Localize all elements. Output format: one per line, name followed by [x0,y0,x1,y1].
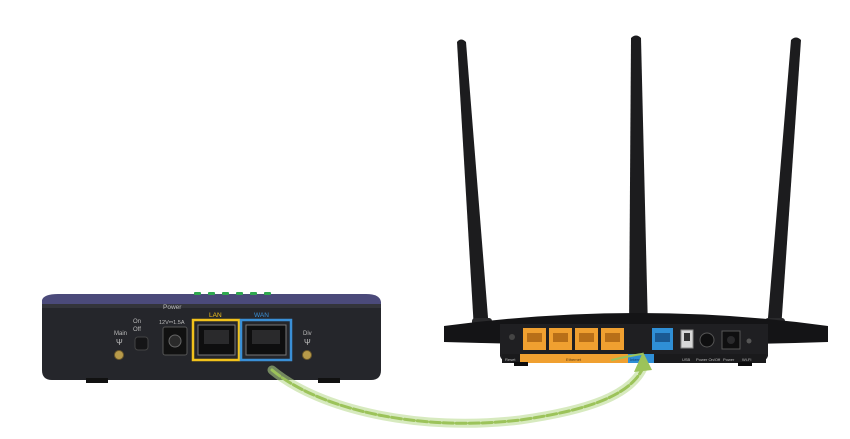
reset-label: Reset [505,357,516,362]
voltage-label: 12V⎓1.5A [159,320,185,326]
power-switch[interactable] [134,336,149,351]
usb-label: USB [682,357,691,362]
router-foot-left [514,362,528,366]
router-power-label: Power [723,357,735,362]
status-leds [194,292,271,295]
main-antenna-connector[interactable] [114,350,124,360]
lan-port-inner [204,330,229,344]
ethernet-port-3-inner [579,333,594,342]
off-label: Off [133,327,141,333]
ethernet-ports [523,328,624,350]
led-1 [194,292,201,295]
ethernet-label-bar [520,354,628,363]
wifi-button[interactable] [746,338,752,344]
wan-highlight-box [239,318,293,362]
div-label: Div [303,331,312,337]
led-6 [264,292,271,295]
power-label: Power [163,304,182,311]
cable-path [270,366,645,425]
main-label: Main [114,331,127,337]
arrow-icon [267,352,652,428]
ethernet-port-2-inner [553,333,568,342]
router-device: Reset Ethernet Internet USB Power On/Off… [444,35,828,366]
lan-label: LAN [209,312,222,319]
antenna-left [457,39,489,330]
power-onoff-label: Power On/Off [696,357,721,362]
cable-arrow-stroke [611,353,643,361]
power-onoff-button[interactable] [699,332,715,348]
router-power-jack-hole [727,336,735,344]
router-foot-right [738,362,752,366]
wan-label: WAN [254,312,269,319]
wan-port-inner [252,330,280,344]
modem-body-highlight [42,304,381,308]
wifi-label: Wi-Fi [742,357,751,362]
modem-foot-left [86,378,108,383]
modem-top-rim [42,294,381,306]
lan-highlight-box [191,318,241,362]
cable-arrowhead [634,352,652,372]
antenna-icon: Ψ [116,338,123,347]
ethernet-label: Ethernet [566,357,582,362]
usb-port-inner [684,333,690,341]
antenna-middle [629,35,648,330]
led-5 [250,292,257,295]
on-label: On [133,319,141,325]
antennas [457,35,801,332]
ethernet-port-1-inner [527,333,542,342]
antenna-icon-2: Ψ [304,338,311,347]
ethernet-port-4-inner [605,333,620,342]
internet-port-inner [655,333,670,342]
reset-button[interactable] [509,334,515,340]
modem-foot-right [318,378,340,383]
power-jack-hole [168,334,182,348]
led-2 [208,292,215,295]
modem-device: Main Ψ On Off Power 12V⎓1.5A LAN WAN Div… [42,292,381,383]
led-3 [222,292,229,295]
internet-label: Internet [630,357,644,362]
led-4 [236,292,243,295]
div-antenna-connector[interactable] [302,350,312,360]
antenna-right [767,37,801,330]
